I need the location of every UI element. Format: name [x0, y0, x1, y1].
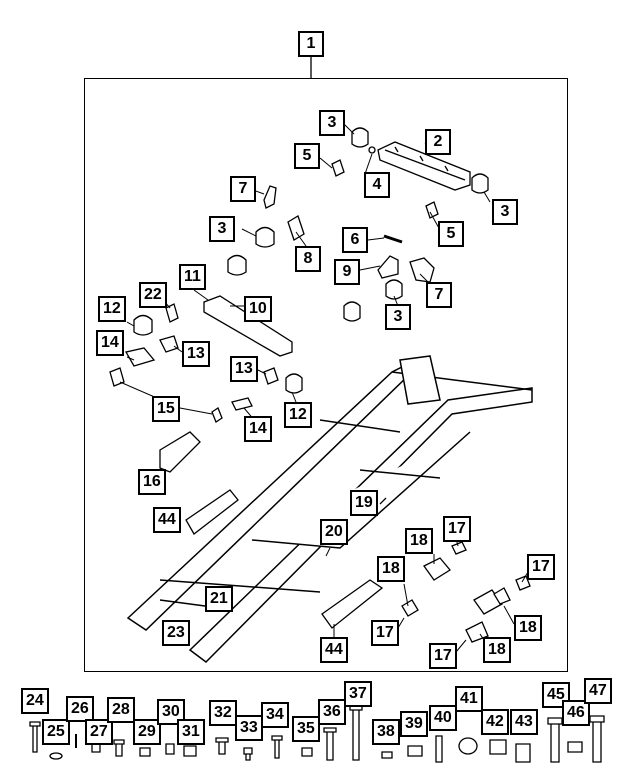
callout-26: 26	[66, 696, 94, 722]
callout-5: 5	[294, 143, 320, 169]
part-4	[368, 146, 376, 154]
callout-7: 7	[426, 282, 452, 308]
callout-43: 43	[510, 709, 538, 735]
callout-10: 10	[244, 296, 272, 322]
callout-13: 13	[182, 341, 210, 367]
callout-46: 46	[562, 700, 590, 726]
callout-18: 18	[405, 528, 433, 554]
right-brackets	[401, 541, 531, 643]
callout-4: 4	[364, 172, 390, 198]
callout-17: 17	[527, 554, 555, 580]
callout-47: 47	[584, 678, 612, 704]
bracket-44a	[185, 489, 239, 535]
callout-17: 17	[371, 620, 399, 646]
callout-44: 44	[320, 637, 348, 663]
callout-18: 18	[377, 556, 405, 582]
callout-18: 18	[514, 615, 542, 641]
callout-17: 17	[443, 516, 471, 542]
bracket-16	[159, 431, 201, 473]
assembly-frame	[84, 78, 568, 672]
callout-3: 3	[385, 304, 411, 330]
callout-28: 28	[107, 697, 135, 723]
callout-12: 12	[98, 296, 126, 322]
callout-19: 19	[350, 490, 378, 516]
callout-18: 18	[483, 637, 511, 663]
callout-29: 29	[133, 719, 161, 745]
callout-15: 15	[152, 396, 180, 422]
callout-42: 42	[481, 709, 509, 735]
callout-41: 41	[455, 686, 483, 712]
callout-13: 13	[230, 356, 258, 382]
callout-16: 16	[138, 469, 166, 495]
callout-25: 25	[42, 719, 70, 745]
callout-6: 6	[342, 227, 368, 253]
callout-8: 8	[295, 246, 321, 272]
callout-14: 14	[96, 330, 124, 356]
callout-12: 12	[284, 402, 312, 428]
callout-11: 11	[179, 264, 206, 290]
bracket-44b	[321, 579, 384, 629]
callout-5: 5	[438, 221, 464, 247]
callout-39: 39	[400, 711, 428, 737]
callout-35: 35	[292, 716, 320, 742]
callout-23: 23	[162, 620, 190, 646]
callout-32: 32	[209, 700, 237, 726]
crossmember-part	[377, 141, 471, 191]
callout-44: 44	[153, 507, 181, 533]
callout-31: 31	[177, 719, 205, 745]
callout-17: 17	[429, 643, 457, 669]
callout-24: 24	[21, 688, 49, 714]
callout-7: 7	[230, 176, 256, 202]
bracket-parts	[109, 159, 439, 423]
callout-9: 9	[334, 259, 360, 285]
callout-3: 3	[209, 216, 235, 242]
callout-20: 20	[320, 519, 348, 545]
callout-21: 21	[205, 586, 233, 612]
callout-34: 34	[261, 702, 289, 728]
callout-45: 45	[542, 682, 570, 708]
crossmember-10	[203, 295, 293, 357]
callout-27: 27	[85, 719, 113, 745]
callout-22: 22	[139, 282, 167, 308]
callout-38: 38	[372, 719, 400, 745]
mount-parts	[133, 127, 489, 394]
callout-36: 36	[318, 699, 346, 725]
callout-3: 3	[492, 199, 518, 225]
callout-14: 14	[244, 416, 272, 442]
part-6	[383, 234, 403, 244]
callout-2: 2	[425, 129, 451, 155]
part-19-arrow	[379, 497, 387, 505]
callout-37: 37	[344, 681, 372, 707]
callout-1: 1	[298, 31, 324, 57]
callout-3: 3	[319, 110, 345, 136]
callout-33: 33	[235, 715, 263, 741]
callout-40: 40	[429, 705, 457, 731]
